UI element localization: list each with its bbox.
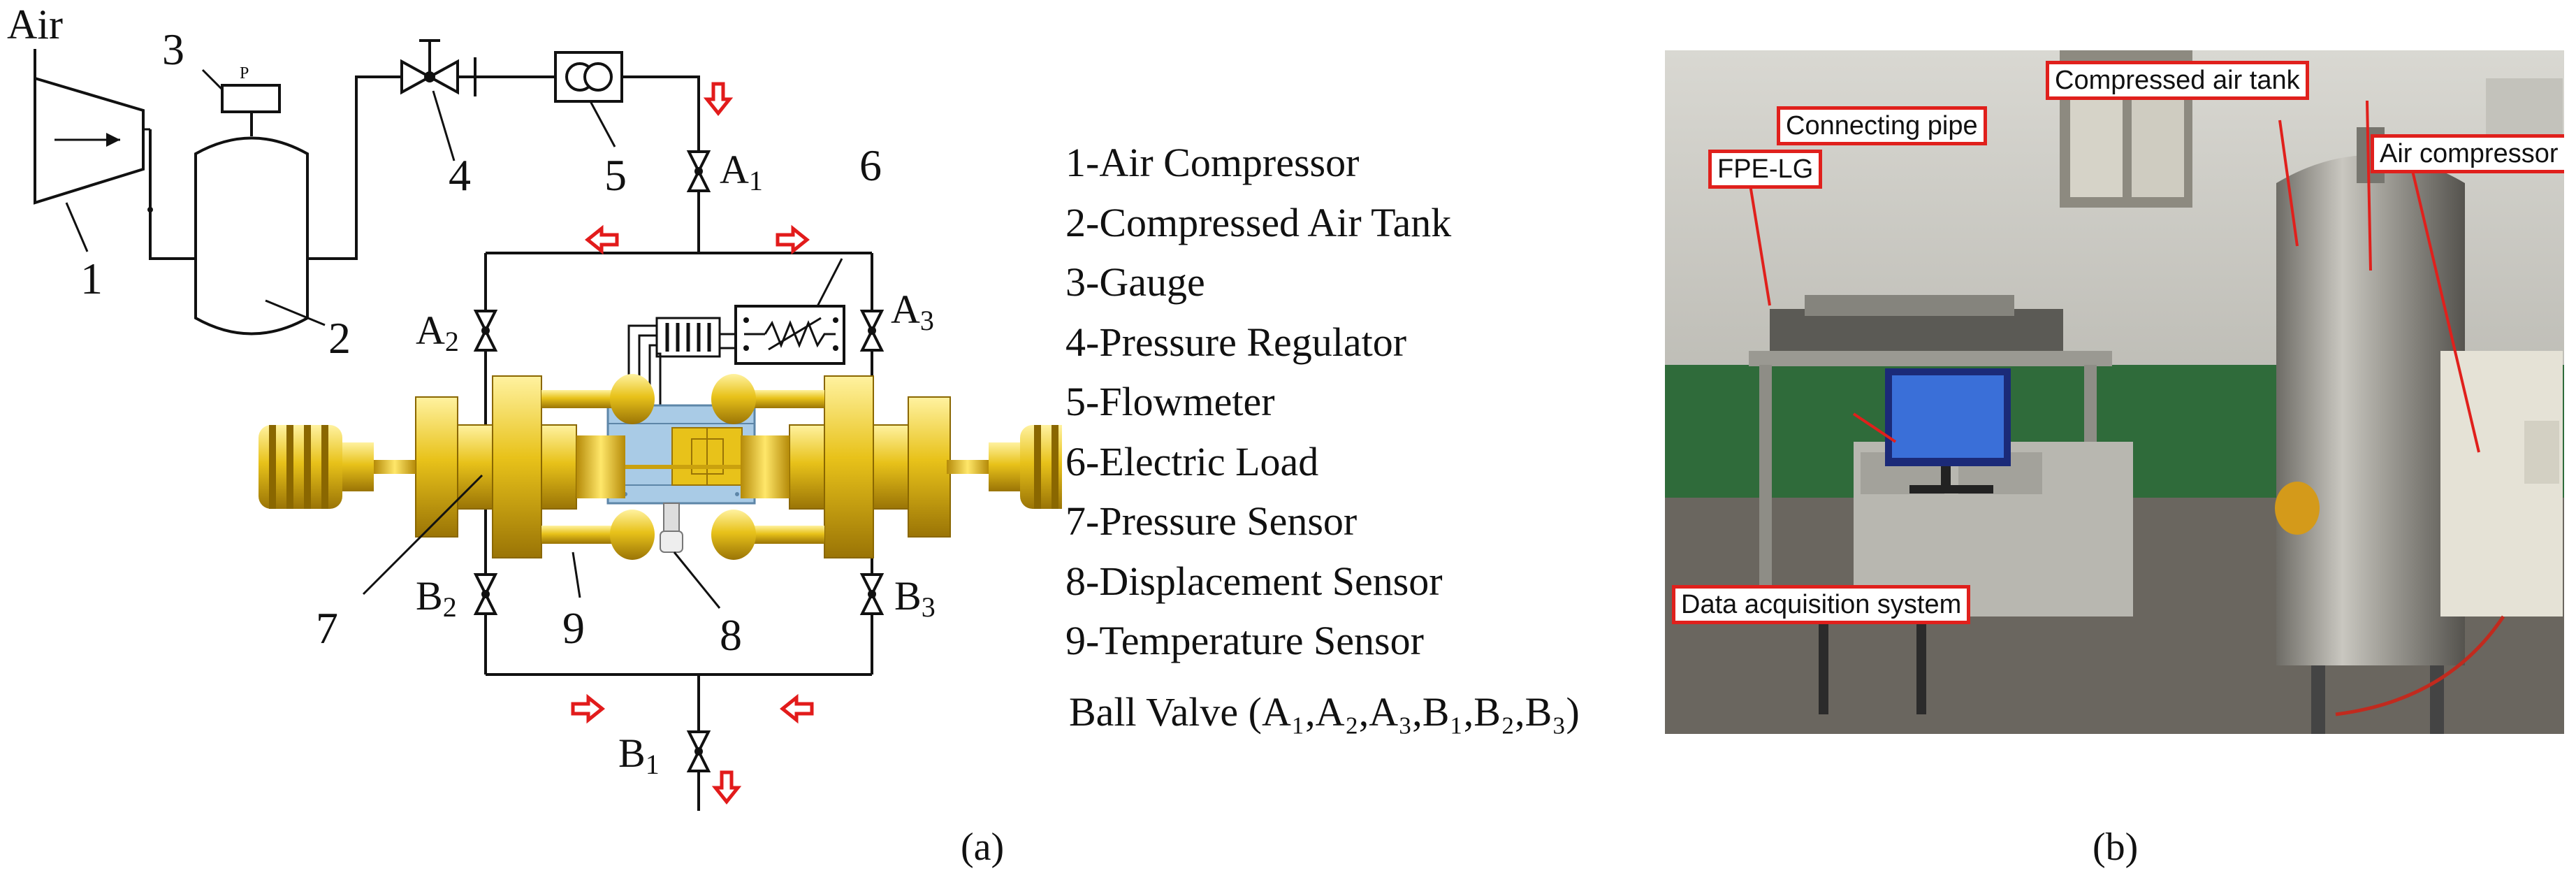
valve-b2 xyxy=(474,573,497,615)
component-legend: 1-Air Compressor 2-Compressed Air Tank 3… xyxy=(1065,133,1451,671)
valve-b3-label: B3 xyxy=(894,573,936,623)
valve-b3 xyxy=(861,573,883,615)
number-5: 5 xyxy=(604,150,627,200)
number-9: 9 xyxy=(562,603,585,653)
label-connecting-pipe: Connecting pipe xyxy=(1777,106,1987,145)
schematic-diagram: Air 1 2 P 3 4 5 A1 xyxy=(7,1,1062,811)
gauge-symbol xyxy=(221,84,281,113)
label-air-compressor: Air compressor xyxy=(2371,134,2564,173)
flowmeter-symbol xyxy=(554,51,623,103)
air-label: Air xyxy=(7,1,63,48)
caption-b: (b) xyxy=(2093,825,2139,869)
valve-b2-label: B2 xyxy=(416,573,457,623)
label-compressed-air-tank: Compressed air tank xyxy=(2046,61,2309,100)
legend-item: 6-Electric Load xyxy=(1065,438,1319,484)
legend-item: 1-Air Compressor xyxy=(1065,140,1360,185)
valve-a2-label: A2 xyxy=(416,308,459,357)
valve-a3 xyxy=(861,310,883,352)
valve-b1 xyxy=(687,730,710,772)
right-cylinder xyxy=(711,373,951,561)
test-bench-photo: Compressed air tank Connecting pipe Air … xyxy=(1665,50,2564,734)
valve-a1-label: A1 xyxy=(720,147,763,196)
legend-item: 5-Flowmeter xyxy=(1065,379,1275,424)
left-motor xyxy=(259,425,416,509)
number-3: 3 xyxy=(162,24,184,74)
valve-b1-label: B1 xyxy=(618,730,660,780)
legend-item: 2-Compressed Air Tank xyxy=(1065,199,1452,245)
number-1: 1 xyxy=(80,254,103,303)
number-7: 7 xyxy=(316,603,338,653)
number-6: 6 xyxy=(859,140,882,190)
valve-a3-label: A3 xyxy=(891,287,934,336)
legend-item: 7-Pressure Sensor xyxy=(1065,498,1358,544)
legend-item: 4-Pressure Regulator xyxy=(1065,319,1407,365)
legend-ball-valve: Ball Valve (A₁,A₂,A₃,B₁,B₂,B₃) xyxy=(1069,689,1580,735)
legend-item: 8-Displacement Sensor xyxy=(1065,558,1443,604)
gauge-p-label: P xyxy=(240,64,249,82)
valve-a2 xyxy=(474,310,497,352)
pressure-regulator-symbol xyxy=(400,39,476,96)
label-fpe-lg: FPE-LG xyxy=(1708,150,1823,189)
label-data-acquisition-system: Data acquisition system xyxy=(1672,585,1971,624)
legend-item: 3-Gauge xyxy=(1065,259,1205,305)
number-8: 8 xyxy=(720,610,742,660)
electric-load-symbol xyxy=(734,305,845,365)
displacement-sensor-symbol xyxy=(660,503,683,553)
number-4: 4 xyxy=(449,150,471,200)
valve-a1 xyxy=(687,150,710,192)
compressed-air-tank-symbol xyxy=(194,136,309,336)
caption-a: (a) xyxy=(961,825,1005,869)
legend-item: 9-Temperature Sensor xyxy=(1065,618,1424,663)
number-2: 2 xyxy=(328,313,351,363)
left-cylinder xyxy=(415,373,655,561)
right-motor xyxy=(947,425,1062,509)
